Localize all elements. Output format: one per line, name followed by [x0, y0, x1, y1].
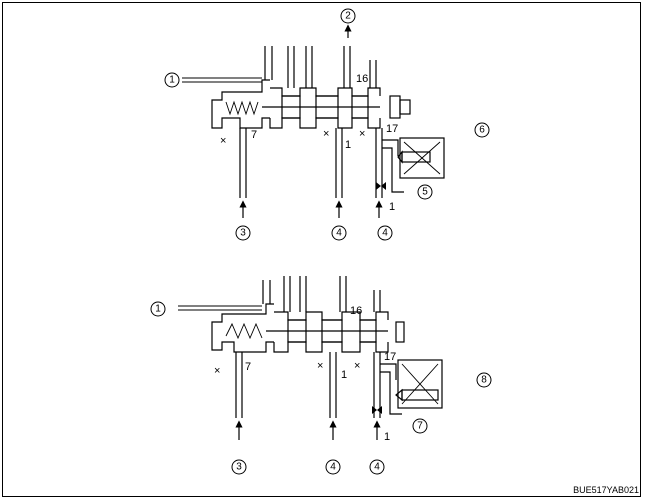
- lower-drain-mark-3: ×: [354, 360, 360, 372]
- lower-spring: [225, 322, 263, 340]
- diagram-frame: [2, 2, 641, 497]
- svg-text:3: 3: [240, 228, 246, 239]
- upper-solenoid: [397, 137, 445, 179]
- lower-callout-3: 3: [231, 459, 247, 475]
- svg-text:2: 2: [345, 11, 351, 22]
- upper-callout-6: 6: [474, 122, 490, 138]
- lower-callout-4a: 4: [325, 459, 341, 475]
- lower-valve: [178, 276, 443, 440]
- upper-label-7: 7: [251, 129, 257, 141]
- upper-callout-5: 5: [417, 184, 433, 200]
- lower-ports-bottom: [235, 352, 402, 440]
- lower-callout-7: 7: [412, 418, 428, 434]
- upper-valve-body: [211, 79, 411, 129]
- svg-text:4: 4: [330, 462, 336, 473]
- upper-ports-top: [264, 24, 377, 88]
- svg-text:1: 1: [169, 75, 175, 86]
- upper-label-16: 16: [356, 73, 368, 85]
- lower-drain-mark-1: ×: [214, 365, 220, 377]
- svg-text:4: 4: [336, 228, 342, 239]
- lower-label-1b: 1: [384, 431, 390, 443]
- upper-callout-4a: 4: [331, 225, 347, 241]
- upper-ports-bottom: [239, 128, 404, 218]
- lower-label-17: 17: [384, 351, 396, 363]
- lower-callout-4b: 4: [369, 459, 385, 475]
- svg-text:4: 4: [374, 462, 380, 473]
- lower-callout-8: 8: [476, 372, 492, 388]
- upper-drain-mark-3: ×: [359, 128, 365, 140]
- reference-code: BUE517YAB021: [573, 485, 639, 495]
- lower-solenoid: [395, 359, 443, 409]
- upper-drain-mark-2: ×: [323, 128, 329, 140]
- upper-callout-1: 1: [164, 72, 180, 88]
- svg-text:6: 6: [479, 125, 485, 136]
- lower-drain-mark-2: ×: [317, 360, 323, 372]
- upper-label-17: 17: [386, 123, 398, 135]
- upper-drain-mark-1: ×: [220, 135, 226, 147]
- upper-valve: [182, 24, 445, 218]
- upper-callout-2: 2: [340, 8, 356, 24]
- svg-text:4: 4: [382, 228, 388, 239]
- lower-label-7: 7: [245, 361, 251, 373]
- upper-spring: [225, 100, 259, 116]
- lower-ports-top: [262, 276, 381, 312]
- upper-label-1a: 1: [345, 139, 351, 151]
- lower-callout-1: 1: [150, 301, 166, 317]
- svg-text:1: 1: [155, 304, 161, 315]
- lower-label-1a: 1: [341, 369, 347, 381]
- svg-text:3: 3: [236, 462, 242, 473]
- svg-text:8: 8: [481, 375, 487, 386]
- lower-label-16: 16: [350, 305, 362, 317]
- upper-callout-4b: 4: [377, 225, 393, 241]
- upper-label-1b: 1: [389, 201, 395, 213]
- lower-valve-body: [211, 303, 405, 353]
- upper-callout-3: 3: [235, 225, 251, 241]
- svg-text:5: 5: [422, 187, 428, 198]
- svg-text:7: 7: [417, 421, 423, 432]
